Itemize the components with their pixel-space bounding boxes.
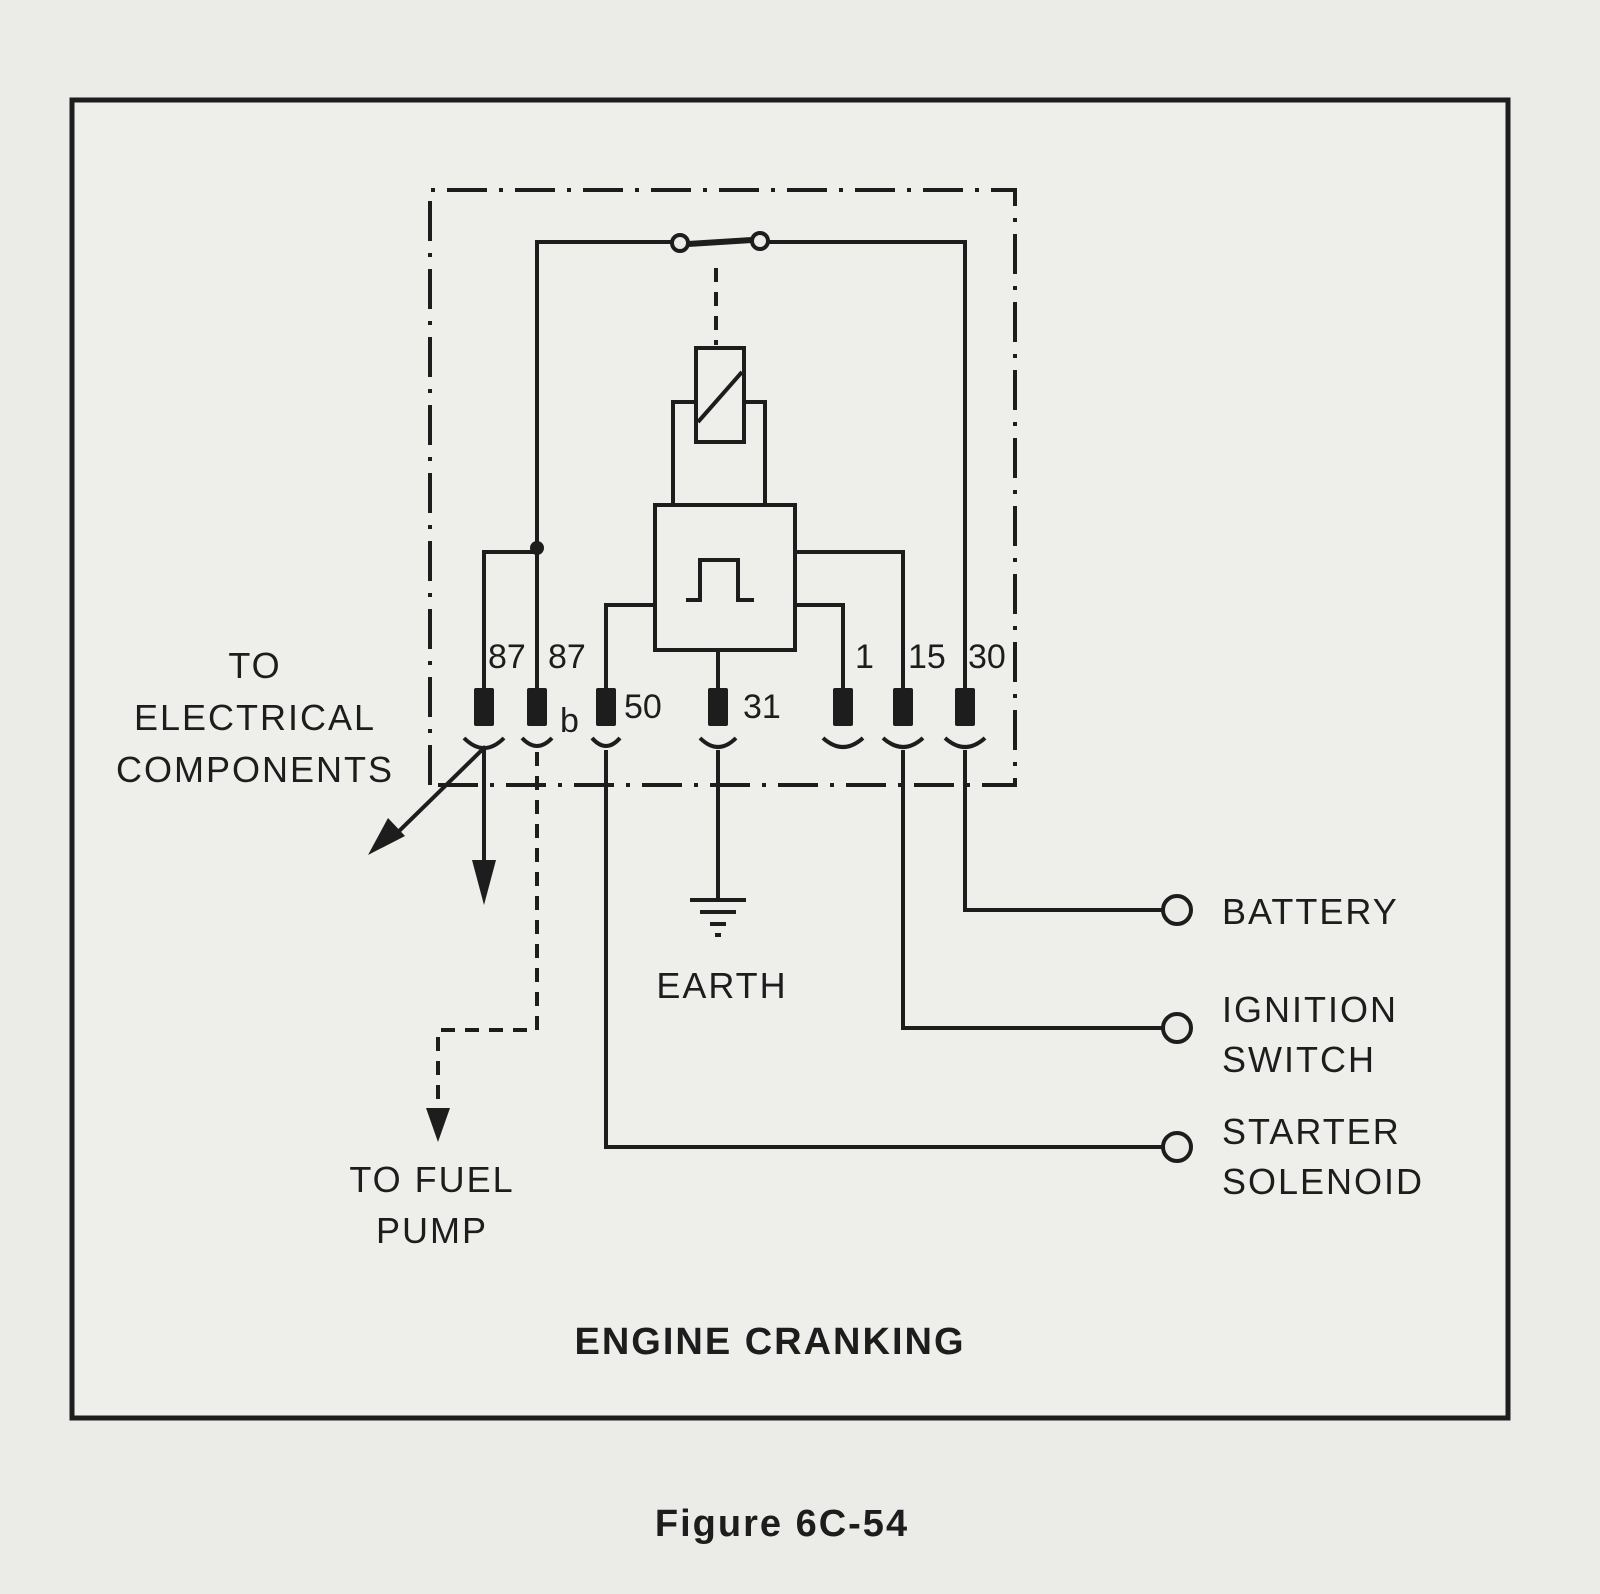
label-starter-line1: STARTER xyxy=(1222,1111,1401,1152)
terminal-87 xyxy=(474,688,494,726)
terminal-50 xyxy=(596,688,616,726)
socket-87b xyxy=(520,736,554,748)
terminal-15 xyxy=(893,688,913,726)
wire-to-ignition-switch xyxy=(901,750,1193,1044)
wire-to-electrical-components xyxy=(368,745,496,905)
timer-module xyxy=(653,503,797,652)
wire-87-junction xyxy=(482,550,539,690)
label-ignition-line1: IGNITION xyxy=(1222,989,1398,1030)
pin-label-87-second: 87 xyxy=(548,638,586,676)
socket-15 xyxy=(881,736,925,749)
socket-1 xyxy=(821,736,865,749)
wire-1 xyxy=(793,603,845,690)
wire-to-battery xyxy=(963,750,1193,926)
socket-30 xyxy=(943,736,987,749)
relay-contact-switch xyxy=(535,231,967,690)
terminal-87b xyxy=(527,688,547,726)
label-to-electrical-line3: COMPONENTS xyxy=(116,749,394,790)
wire-50 xyxy=(604,603,657,690)
label-engine-cranking: ENGINE CRANKING xyxy=(574,1321,965,1363)
pin-label-30: 30 xyxy=(968,638,1006,676)
wire-to-fuel-pump xyxy=(426,752,539,1142)
figure-frame xyxy=(69,97,1511,1421)
wire-to-earth xyxy=(690,750,746,937)
socket-50 xyxy=(590,736,622,748)
pin-label-15: 15 xyxy=(908,638,946,676)
label-to-fuel-pump-line1: TO FUEL xyxy=(349,1159,514,1200)
pin-label-50: 50 xyxy=(624,688,662,726)
terminal-1 xyxy=(833,688,853,726)
pin-label-87: 87 xyxy=(488,638,526,676)
pin-label-31: 31 xyxy=(743,688,781,726)
terminal-31 xyxy=(708,688,728,726)
label-ignition-line2: SWITCH xyxy=(1222,1039,1376,1080)
wire-15 xyxy=(793,550,905,690)
label-earth: EARTH xyxy=(656,965,787,1006)
pin-label-b: b xyxy=(560,702,579,740)
junction-dot xyxy=(530,541,544,555)
socket-31 xyxy=(698,736,738,749)
relay-coil xyxy=(671,346,767,507)
relay-housing-outline xyxy=(428,188,1017,787)
pin-label-1: 1 xyxy=(855,638,874,676)
label-battery: BATTERY xyxy=(1222,891,1399,932)
label-to-electrical-line1: TO xyxy=(228,645,281,686)
wire-to-starter-solenoid xyxy=(604,750,1193,1163)
label-starter-line2: SOLENOID xyxy=(1222,1161,1424,1202)
terminal-30 xyxy=(955,688,975,726)
figure-caption: Figure 6C-54 xyxy=(655,1503,909,1545)
label-to-fuel-pump-line2: PUMP xyxy=(376,1210,488,1251)
label-to-electrical-line2: ELECTRICAL xyxy=(134,697,376,738)
